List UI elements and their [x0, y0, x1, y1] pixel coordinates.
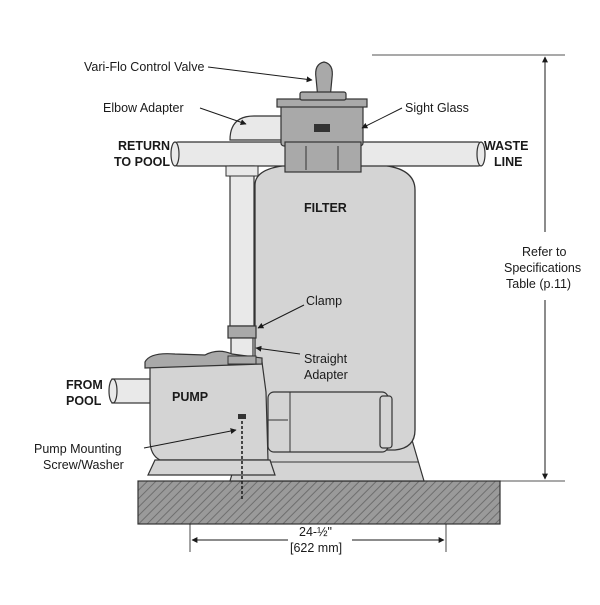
label-width-mm: [622 mm]: [290, 541, 342, 555]
leader-straight-adapter: [255, 345, 301, 355]
straight-adapter: [230, 337, 254, 357]
label-clamp: Clamp: [306, 294, 342, 308]
label-return-to-pool-1: RETURN: [118, 139, 170, 153]
valve-handle: [315, 61, 333, 100]
sight-glass-window: [314, 124, 330, 132]
leader-sight-glass: [361, 107, 403, 129]
label-from-pool-1: FROM: [66, 378, 103, 392]
concrete-base: [137, 480, 501, 525]
elbow-adapter: [229, 115, 286, 141]
label-filter: FILTER: [304, 201, 347, 215]
label-refer-3: Table (p.11): [506, 277, 571, 291]
label-width-in: 24-½": [299, 525, 332, 539]
label-waste-line-1: WASTE: [484, 139, 528, 153]
label-from-pool-2: POOL: [66, 394, 102, 408]
leader-pump-screw: [143, 428, 237, 449]
label-sight-glass: Sight Glass: [405, 101, 469, 115]
pump-housing: [149, 361, 269, 461]
clamp: [227, 325, 257, 339]
label-waste-line-2: LINE: [494, 155, 522, 169]
vertical-pipe: [229, 165, 255, 327]
leader-elbow: [199, 107, 247, 126]
label-refer-1: Refer to: [522, 245, 567, 259]
label-pump: PUMP: [172, 390, 208, 404]
label-vari-flo-valve: Vari-Flo Control Valve: [84, 60, 204, 74]
label-straight-adapter-1: Straight: [304, 352, 348, 366]
label-return-to-pool-2: TO POOL: [114, 155, 170, 169]
label-elbow-adapter: Elbow Adapter: [103, 101, 184, 115]
label-straight-adapter-2: Adapter: [304, 368, 348, 382]
label-pump-mounting-1: Pump Mounting: [34, 442, 122, 456]
label-refer-2: Specifications: [504, 261, 581, 275]
label-pump-mounting-2: Screw/Washer: [43, 458, 124, 472]
leader-clamp: [257, 304, 305, 329]
pump-motor: [267, 391, 389, 453]
leader-vari-flo: [207, 66, 313, 83]
